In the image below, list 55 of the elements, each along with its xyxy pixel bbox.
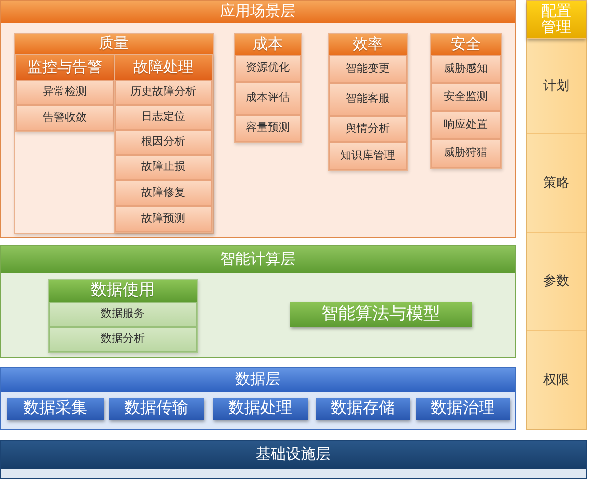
item-tile: 故障止损 (115, 155, 212, 180)
item-tile: 异常检测 (16, 80, 114, 105)
item-tile: 成本评估 (235, 82, 301, 115)
column-title: 数据使用 (91, 282, 155, 300)
item-tile: 权限 (527, 330, 586, 429)
item-tile: 故障预测 (115, 206, 212, 232)
column-title: 故障处理 (134, 60, 194, 76)
item-tile: 安全监测 (431, 83, 501, 111)
column-title: 成本 (253, 36, 283, 52)
module-bar: 数据传输 (109, 398, 204, 420)
item-tile: 历史故障分析 (115, 80, 212, 105)
module-bar: 数据治理 (416, 398, 510, 420)
category-column (328, 33, 408, 171)
module-bar: 数据采集 (7, 398, 104, 420)
item-tile: 根因分析 (115, 130, 212, 155)
item-tile: 数据分析 (49, 327, 197, 352)
category-column (114, 54, 213, 233)
item-tile: 舆情分析 (329, 116, 407, 142)
panel-header: 配置管理 (527, 1, 586, 39)
layer-panel (0, 0, 516, 238)
item-tile: 智能客服 (329, 83, 407, 116)
layer-header: 数据层 (1, 368, 515, 392)
module-bar: 智能算法与模型 (290, 302, 472, 327)
layer-header: 基础设施层 (1, 441, 586, 469)
category-column (234, 33, 302, 143)
category-column (430, 33, 502, 169)
column-title: 监控与告警 (28, 60, 102, 76)
module-bar: 数据处理 (213, 398, 308, 420)
item-tile: 知识库管理 (329, 142, 407, 170)
item-tile: 参数 (527, 232, 586, 330)
item-tile: 智能变更 (329, 55, 407, 83)
item-tile: 威胁感知 (431, 55, 501, 83)
layer-panel (0, 367, 516, 430)
layer-header: 智能计算层 (1, 246, 515, 273)
category-column (48, 279, 198, 353)
column-title: 安全 (451, 36, 481, 52)
category-column (14, 33, 214, 234)
item-tile: 故障修复 (115, 180, 212, 206)
item-tile: 告警收敛 (16, 105, 114, 131)
item-tile: 威胁狩猎 (431, 139, 501, 168)
layer-panel (0, 245, 516, 358)
side-panel (526, 0, 587, 430)
module-bar: 数据存储 (316, 398, 410, 420)
layer-header: 应用场景层 (1, 1, 515, 23)
item-tile: 容量预测 (235, 115, 301, 142)
item-tile: 策略 (527, 133, 586, 232)
layer-panel (0, 440, 587, 479)
item-tile: 日志定位 (115, 105, 212, 130)
category-column (15, 54, 115, 132)
item-tile: 资源优化 (235, 55, 301, 82)
item-tile: 数据服务 (49, 302, 197, 327)
item-tile: 计划 (527, 38, 586, 133)
column-title: 效率 (353, 36, 383, 52)
item-tile: 响应处置 (431, 111, 501, 139)
column-title: 质量 (99, 36, 129, 52)
